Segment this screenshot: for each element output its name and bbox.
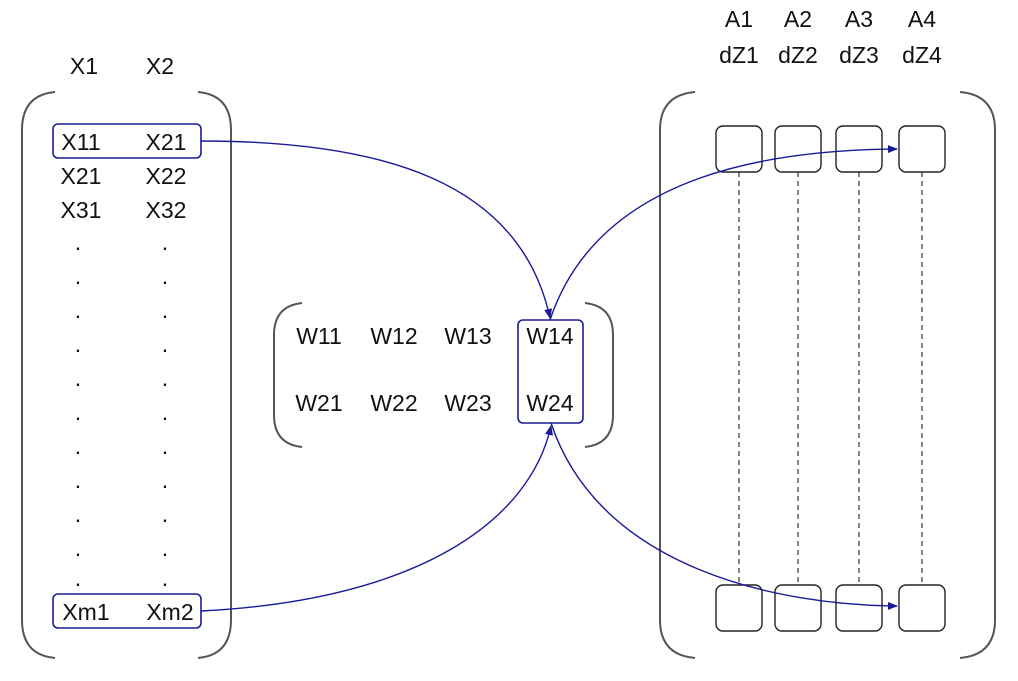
ellipsis-dot: . [75,467,81,493]
ellipsis-dot: . [162,297,168,323]
input-cell-2-2: X22 [146,163,187,189]
ellipsis-dot: . [162,501,168,527]
gradient-label-dz2: dZ2 [778,42,818,68]
ellipsis-dot: . [162,399,168,425]
ellipsis-dot: . [162,331,168,357]
gradient-label-dz3: dZ3 [839,42,879,68]
gradient-label-dz1: dZ1 [719,42,759,68]
weight-cell-1-4: W14 [526,323,574,349]
unit-4-top-node [898,125,946,173]
ellipsis-dot: . [75,501,81,527]
ellipsis-dot: . [162,263,168,289]
activation-label-a3: A3 [845,6,873,32]
connection-arrows [200,140,898,612]
weight-cell-1-3: W13 [444,323,491,349]
ellipsis-dot: . [162,535,168,561]
output-units: A1 A2 A3 A4 dZ1 dZ2 dZ3 dZ4 [659,6,996,659]
gradient-label-dz4: dZ4 [902,42,942,68]
unit-4-bottom-node [898,584,946,632]
ellipsis-dot: . [75,263,81,289]
activation-label-a1: A1 [725,6,753,32]
ellipsis-dot: . [75,565,81,591]
input-cell-m-1: Xm1 [62,599,109,625]
weight-matrix-left-bracket [273,302,303,448]
input-matrix-left-bracket [21,91,56,659]
ellipsis-dot: . [162,565,168,591]
ellipsis-column-1: . . . . . . . . . . . [75,229,81,591]
ellipsis-dot: . [162,433,168,459]
first-row-to-w14-arrow [200,140,552,319]
activation-label-a2: A2 [784,6,812,32]
ellipsis-dot: . [75,229,81,255]
ellipsis-dot: . [75,365,81,391]
weight-cell-1-1: W11 [296,323,342,349]
ellipsis-dot: . [162,467,168,493]
input-column-header-x2: X2 [146,53,174,79]
ellipsis-dot: . [75,433,81,459]
input-cell-1-1: X11 [61,129,100,155]
weight-cell-2-1: W21 [295,390,342,416]
output-matrix-right-bracket [959,91,996,659]
ellipsis-dot: . [75,399,81,425]
unit-2-bottom-node [774,584,822,632]
weight-cell-2-4: W24 [526,390,574,416]
activation-label-a4: A4 [908,6,936,32]
ellipsis-dot: . [75,535,81,561]
ellipsis-dot: . [75,297,81,323]
weight-cell-2-2: W22 [370,390,417,416]
ellipsis-dot: . [162,365,168,391]
input-cell-2-1: X21 [61,163,102,189]
weight-cell-2-3: W23 [444,390,491,416]
ellipsis-dot: . [162,229,168,255]
ellipsis-column-2: . . . . . . . . . . . [162,229,168,591]
weight-matrix: W11 W12 W13 W14 W21 W22 W23 W24 [273,302,614,448]
ellipsis-dot: . [75,331,81,357]
input-matrix: X1 X2 X11 X21 X21 X22 X31 X32 . . . . . … [21,53,232,659]
last-row-to-w24-arrow [200,425,553,612]
input-cell-m-2: Xm2 [146,599,193,625]
w14-to-unit-4-top-arrow [549,145,898,321]
w24-to-unit-4-bottom-arrow [550,422,898,610]
input-cell-1-2: X21 [146,129,187,155]
input-matrix-right-bracket [197,91,232,659]
unit-2-top-node [774,125,822,173]
unit-1-bottom-node [715,584,763,632]
unit-3-bottom-node [835,584,883,632]
input-cell-3-1: X31 [61,197,102,223]
output-matrix-left-bracket [659,91,696,659]
input-cell-3-2: X32 [146,197,187,223]
unit-1-top-node [715,125,763,173]
weight-matrix-right-bracket [584,302,614,448]
weight-cell-1-2: W12 [370,323,417,349]
input-column-header-x1: X1 [70,53,98,79]
